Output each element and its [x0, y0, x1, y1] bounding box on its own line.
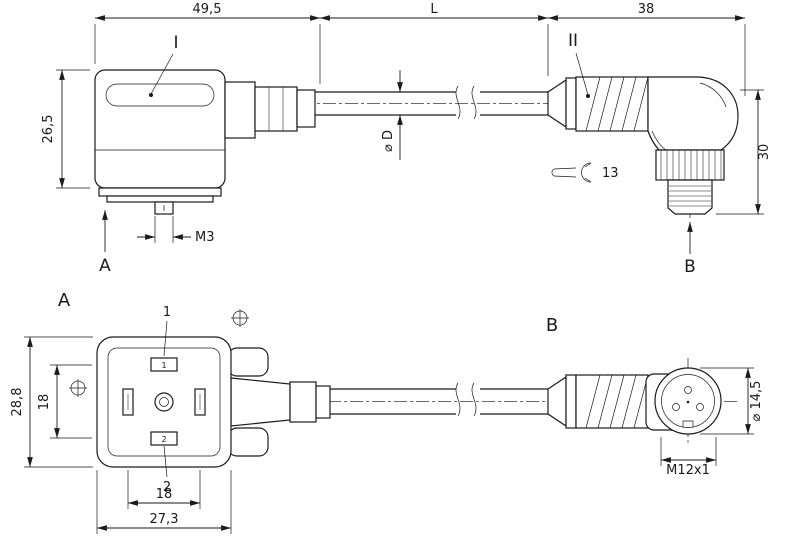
pin-2-mark: 2 — [161, 435, 166, 444]
part2-label-text: II — [568, 31, 578, 51]
center-screw — [154, 392, 174, 412]
pin-2 — [150, 431, 178, 446]
valve-connector-cable-entry-front — [227, 347, 331, 457]
bend-relief — [547, 78, 567, 129]
dim-connector2-height-group: 30 — [716, 89, 772, 215]
label-part1: I — [149, 33, 179, 97]
threaded-stud — [667, 179, 713, 215]
elbow-housing — [647, 76, 739, 151]
dim-pin-spacing-vertical: 18 — [37, 394, 52, 411]
pin-2-label: 2 — [163, 480, 171, 495]
leader-dot — [149, 93, 153, 97]
view-arrow-a: A — [99, 210, 111, 276]
pin-2-callout: 2 — [163, 445, 171, 495]
gland-collar — [296, 89, 316, 128]
latch-tab-bottom — [227, 427, 269, 457]
dim-outer-width: 27,3 — [150, 512, 179, 527]
pin-1-label: 1 — [163, 305, 171, 320]
valve-connector-side-view — [94, 69, 316, 215]
view-direction-b-label: B — [684, 257, 696, 277]
dim-outer-height: 28,8 — [10, 388, 25, 417]
flange — [98, 187, 222, 197]
dim-flange-diameter: ⌀ 14,5 — [749, 381, 764, 422]
m12-connector-face-view — [547, 367, 722, 435]
pin-hole-right — [696, 403, 704, 411]
pin-hole-top — [684, 386, 692, 394]
entry-neck — [230, 377, 291, 427]
dim-pin-spacing-horizontal-group: 18 — [127, 470, 201, 509]
dim-connector1-height: 26,5 — [41, 115, 56, 144]
thread-lines — [669, 185, 711, 207]
gasket — [106, 195, 214, 203]
grip-ridges — [585, 374, 649, 429]
dim-screw-thread: M3 — [195, 230, 215, 245]
knurled-nut — [655, 149, 725, 181]
dim-outer-width-group: 27,3 — [96, 470, 232, 534]
view-a-title: A — [58, 290, 71, 311]
cable-entry-block — [224, 81, 256, 139]
pin-1 — [150, 357, 178, 372]
cable-side-view — [315, 85, 548, 120]
dim-thread-group: M12x1 — [660, 437, 717, 478]
keyway-notch — [682, 420, 694, 427]
entry-gland — [289, 381, 317, 423]
dim-cable-diameter-group: ⌀ D — [381, 70, 403, 160]
pin-1-mark: 1 — [161, 361, 166, 370]
cable-front-view — [330, 382, 548, 417]
dim-outer-height-group: 28,8 — [10, 336, 93, 468]
face-inner — [107, 347, 221, 457]
label-part2: II — [568, 31, 590, 98]
dim-thread: M12x1 — [666, 463, 710, 478]
relief-collar — [565, 374, 577, 429]
part1-label-text: I — [173, 33, 178, 53]
cable-break-icon — [455, 85, 477, 120]
dim-connector1-height-group: 26,5 — [41, 69, 90, 189]
m12-connector-side-view — [547, 76, 739, 215]
dim-flange-diameter-group: ⌀ 14,5 — [700, 367, 764, 435]
dim-pin-spacing-horizontal: 18 — [156, 487, 173, 502]
relief-collar — [565, 77, 577, 130]
pin-hole-left — [672, 403, 680, 411]
entry-collar — [315, 385, 331, 419]
pin-1-callout: 1 — [163, 305, 171, 357]
wrench-size-group: 13 — [551, 162, 619, 183]
leader-dot — [586, 94, 590, 98]
view-b-title: B — [546, 315, 558, 336]
knurl-lines — [660, 150, 722, 180]
dim-cable-diameter: ⌀ D — [381, 130, 396, 152]
wrench-size-text: 13 — [602, 166, 619, 181]
open-end-wrench-icon — [551, 162, 592, 183]
dim-pin-spacing-vertical-group: 18 — [37, 364, 92, 439]
connector-body — [94, 69, 226, 189]
grip-slot — [105, 83, 215, 107]
view-arrow-b: B — [684, 222, 696, 277]
earth-ground-icon — [231, 309, 249, 327]
dimension-chain-top: 49,5 L 38 — [94, 2, 746, 96]
dim-connector2-height: 30 — [757, 144, 772, 161]
dim-m3-group: M3 — [137, 216, 215, 245]
dim-connector2-length: 38 — [638, 2, 655, 17]
view-direction-a-label: A — [99, 256, 111, 276]
latch-tab-top — [227, 347, 269, 377]
dim-connector1-length: 49,5 — [193, 2, 222, 17]
dim-cable-length: L — [430, 2, 438, 17]
m12-face-ring — [661, 374, 715, 428]
valve-connector-front-view: 1 2 — [96, 336, 232, 468]
gland-nut — [254, 86, 298, 132]
cable-break-icon — [455, 382, 477, 417]
grip-ridges — [585, 76, 649, 132]
bend-relief — [547, 375, 567, 428]
earth-ground-icon — [69, 379, 87, 397]
center-mark — [686, 400, 690, 404]
